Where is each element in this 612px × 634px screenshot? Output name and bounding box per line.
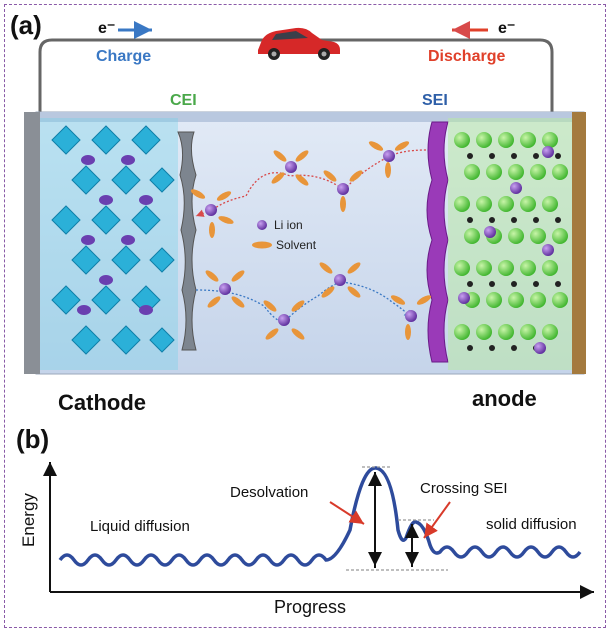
crossing-sei-label: Crossing SEI [420, 480, 508, 497]
energy-curve [58, 466, 582, 567]
cell-top-edge [36, 112, 584, 122]
discharge-label: Discharge [428, 48, 506, 65]
crossing-sei-pointer [423, 501, 451, 539]
desolvation-pointer [329, 501, 365, 525]
electron-right-label: e⁻ [498, 20, 516, 37]
figure-frame [4, 4, 606, 628]
cathode-label: Cathode [58, 390, 146, 415]
x-axis-label: Progress [274, 597, 347, 617]
desolvation-label: Desolvation [230, 484, 309, 501]
car-icon [258, 27, 340, 60]
cei-label: CEI [170, 92, 197, 109]
liquid-diffusion-label: Liquid diffusion [90, 518, 190, 535]
li-ion-legend-marker [257, 220, 267, 230]
cathode-structure [40, 118, 178, 370]
solvent-legend-label: Solvent [276, 238, 317, 252]
anode-collector [572, 112, 586, 374]
cathode-collector [24, 112, 40, 374]
panel-b-label: (b) [16, 424, 50, 454]
li-ion-legend-label: Li ion [274, 218, 303, 232]
discharge-path [195, 149, 427, 217]
anode-label: anode [472, 386, 537, 411]
y-axis-label: Energy [18, 493, 38, 547]
anode-structure [448, 118, 572, 370]
solid-diffusion-label: solid diffusion [486, 516, 577, 533]
electron-left-label: e⁻ [98, 20, 116, 37]
solvated-li-ions [190, 141, 432, 340]
sei-label: SEI [422, 92, 448, 109]
cei-layer [177, 131, 197, 351]
solvent-legend-marker [252, 241, 272, 249]
panel-a-label: (a) [10, 10, 42, 40]
charge-label: Charge [96, 48, 152, 65]
